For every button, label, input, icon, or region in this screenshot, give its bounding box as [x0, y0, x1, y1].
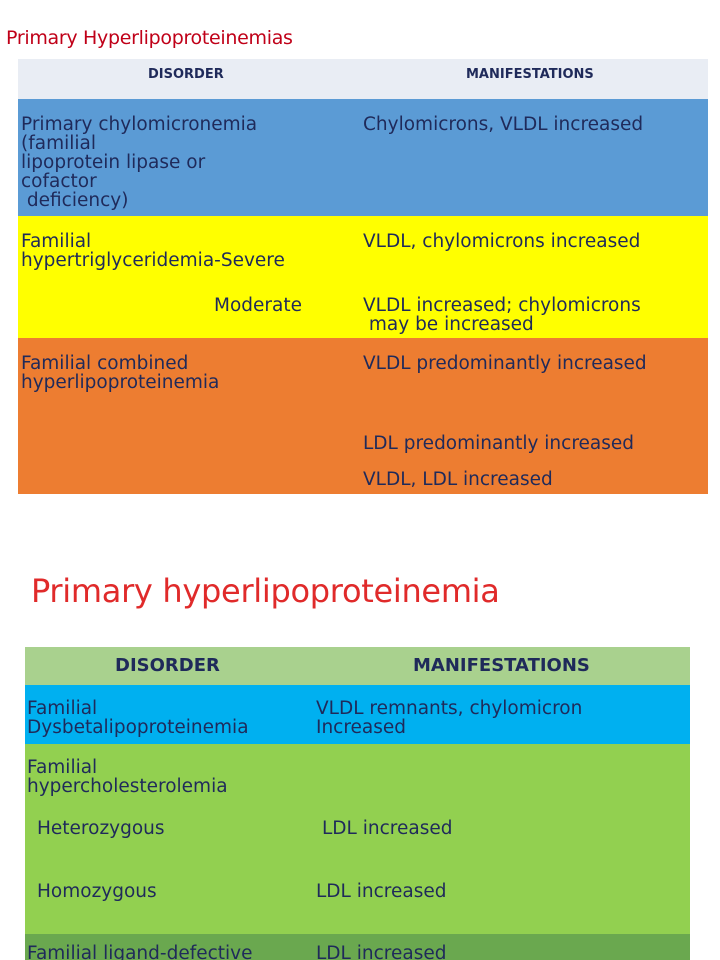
- header-disorder: DISORDER: [148, 67, 224, 82]
- manifestation-cell: VLDL, chylomicrons increased: [363, 231, 641, 252]
- table-row-dysbetalipoproteinemia: Familial Dysbetalipoproteinemia VLDL rem…: [25, 685, 690, 744]
- manifestation-cell: LDL increased: [316, 943, 447, 960]
- disorder-subcell-heterozygous: Heterozygous: [37, 818, 165, 839]
- manifestation-cell: LDL increased: [316, 881, 447, 902]
- disorder-cell: Familial hypertriglyceridemia-Severe: [21, 231, 285, 271]
- table-row-familial-ligand-defective: Familial ligand-defective LDL increased: [25, 934, 690, 960]
- manifestation-cell: LDL increased: [322, 818, 453, 839]
- table-row-primary-chylomicronemia: Primary chylomicronemia (familial lipopr…: [18, 99, 708, 216]
- table-row-familial-combined: Familial combined hyperlipoproteinemia V…: [18, 338, 708, 494]
- disorder-cell: Familial combined hyperlipoproteinemia: [21, 353, 220, 393]
- header-disorder: DISORDER: [115, 655, 220, 676]
- header-manifestations: MANIFESTATIONS: [413, 655, 590, 676]
- disorder-subcell-moderate: Moderate: [214, 295, 302, 316]
- manifestation-cell: VLDL remnants, chylomicron Increased: [316, 698, 583, 738]
- slide2-table-header: DISORDER MANIFESTATIONS: [25, 647, 690, 685]
- disorder-cell: Familial Dysbetalipoproteinemia: [27, 698, 249, 738]
- slide2-table: DISORDER MANIFESTATIONS Familial Dysbeta…: [25, 647, 690, 960]
- header-manifestations: MANIFESTATIONS: [466, 67, 594, 82]
- disorder-cell: Familial ligand-defective: [27, 943, 253, 960]
- disorder-cell: Familial hypercholesterolemia: [27, 757, 228, 797]
- manifestation-cell: Chylomicrons, VLDL increased: [363, 114, 644, 135]
- manifestation-cell: LDL predominantly increased: [363, 433, 635, 454]
- manifestation-cell: VLDL increased; chylomicrons may be incr…: [363, 295, 641, 335]
- manifestation-cell: VLDL, LDL increased: [363, 469, 553, 490]
- table-row-familial-hypercholesterolemia: Familial hypercholesterolemia Heterozygo…: [25, 744, 690, 934]
- slide1-table: DISORDER MANIFESTATIONS Primary chylomic…: [18, 59, 708, 494]
- manifestation-cell: VLDL predominantly increased: [363, 353, 647, 374]
- slide1-table-header: DISORDER MANIFESTATIONS: [18, 59, 708, 99]
- slide1-title: Primary Hyperlipoproteinemias: [6, 27, 293, 49]
- slide2-title: Primary hyperlipoproteinemia: [31, 572, 500, 610]
- table-row-familial-hypertriglyceridemia: Familial hypertriglyceridemia-Severe VLD…: [18, 216, 708, 338]
- disorder-cell: Primary chylomicronemia (familial lipopr…: [21, 114, 258, 211]
- disorder-subcell-homozygous: Homozygous: [37, 881, 157, 902]
